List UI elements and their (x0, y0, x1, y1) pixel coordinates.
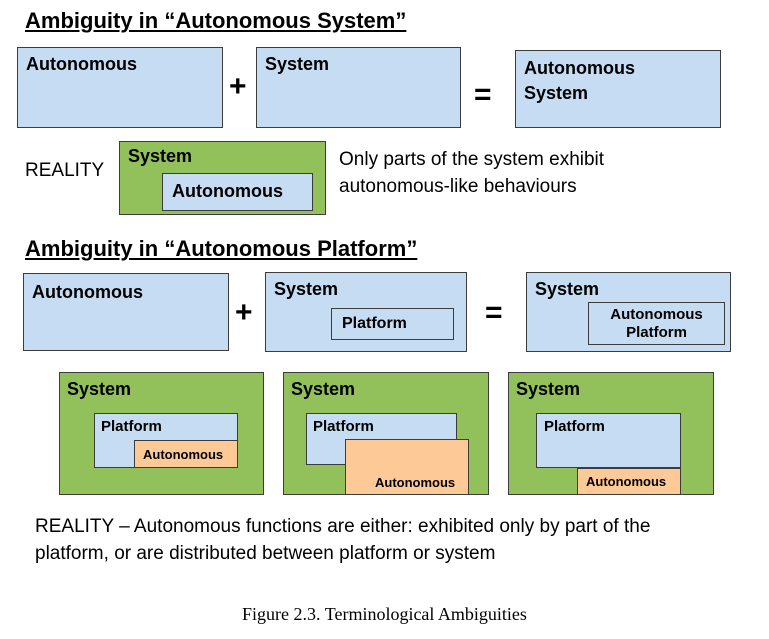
s2-result-inner-line1: Autonomous (610, 306, 703, 323)
s2-reality-panel-1: System Platform Autonomous (59, 372, 264, 495)
s2-result-system-label: System (535, 279, 600, 299)
s2-system-label: System (274, 279, 339, 299)
s1-autonomous-label: Autonomous (26, 54, 137, 74)
s2-reality-3-autonomous-box: Autonomous (577, 468, 681, 495)
s2-platform-box: Platform (331, 308, 454, 340)
s2-reality-panel-2: System Platform Autonomous (283, 372, 489, 495)
s2-reality-2-system-label: System (291, 379, 356, 399)
s1-autonomous-box: Autonomous (17, 47, 223, 128)
s2-reality-text-line1: REALITY – Autonomous functions are eithe… (35, 516, 651, 537)
s1-result-line1: Autonomous (524, 58, 635, 78)
s1-result-line2: System (524, 83, 589, 103)
s2-reality-2-platform-label: Platform (313, 418, 374, 435)
s1-result-box: Autonomous System (515, 50, 721, 128)
s2-equals-sign: = (485, 296, 503, 329)
s1-plus-sign: + (229, 70, 247, 103)
s2-reality-2-autonomous-label: Autonomous (375, 475, 456, 490)
s2-reality-3-system-label: System (516, 379, 581, 399)
s1-reality-system-box: System Autonomous (119, 141, 326, 215)
s2-reality-3-autonomous-label: Autonomous (586, 474, 667, 489)
s1-reality-note-line1: Only parts of the system exhibit (339, 149, 605, 170)
s2-result-inner-line2: Platform (626, 324, 687, 341)
s2-reality-1-autonomous-label: Autonomous (143, 447, 224, 462)
s2-autonomous-label: Autonomous (32, 282, 143, 302)
s1-equals-sign: = (474, 78, 492, 111)
s2-reality-1-autonomous-box: Autonomous (134, 440, 238, 468)
section2-heading: Ambiguity in “Autonomous Platform” (25, 236, 418, 261)
s1-reality-label: REALITY (25, 160, 105, 181)
s2-reality-1-platform-label: Platform (101, 418, 162, 435)
s2-reality-panel-3: System Platform Autonomous (508, 372, 714, 495)
s2-reality-3-platform-label: Platform (544, 418, 605, 435)
s2-result-box: System Autonomous Platform (526, 272, 731, 352)
s2-platform-label: Platform (342, 315, 407, 332)
s2-result-autonomous-platform-box: Autonomous Platform (588, 302, 725, 345)
s1-reality-note-line2: autonomous-like behaviours (339, 176, 577, 197)
s2-system-box: System Platform (265, 272, 467, 352)
section1-heading: Ambiguity in “Autonomous System” (25, 8, 407, 33)
s1-system-box: System (256, 47, 461, 128)
s2-reality-2-autonomous-box: Autonomous (345, 439, 469, 495)
s1-reality-autonomous-box: Autonomous (162, 173, 313, 211)
s2-plus-sign: + (235, 296, 253, 329)
s1-reality-autonomous-label: Autonomous (172, 181, 283, 201)
figure-caption: Figure 2.3. Terminological Ambiguities (242, 604, 527, 624)
s2-reality-1-system-label: System (67, 379, 132, 399)
s2-reality-text-line2: platform, or are distributed between pla… (35, 543, 496, 564)
s2-autonomous-box: Autonomous (23, 273, 229, 351)
s1-reality-system-label: System (128, 146, 193, 166)
s1-system-label: System (265, 54, 330, 74)
s2-reality-3-platform-box: Platform (536, 413, 681, 468)
